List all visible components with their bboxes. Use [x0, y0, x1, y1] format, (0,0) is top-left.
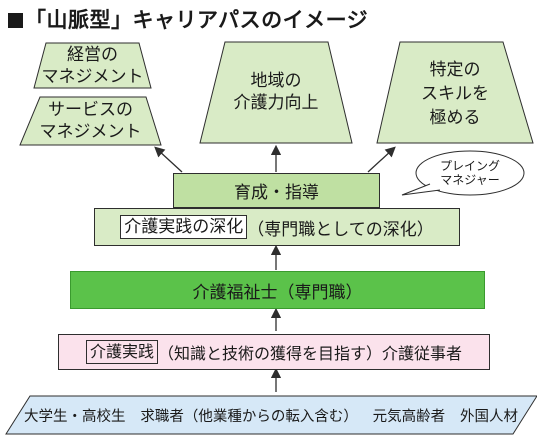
peak-management-trapezoid	[33, 42, 152, 89]
peak-community-label: 地域の 介護力向上	[233, 71, 319, 113]
deepening-box: 介護実践の深化（専門職としての深化）	[94, 208, 460, 246]
bubble-ellipse	[415, 150, 525, 196]
deepening-rest: （専門職としての深化）	[247, 219, 434, 240]
playing-manager-bubble: プレイング マネジャー	[439, 159, 500, 187]
bubble-tail	[401, 183, 441, 196]
peak-management-label: 経営の マネジメント	[41, 45, 144, 87]
guidance-text: 育成・指導	[234, 183, 319, 203]
base-students: 大学生・高校生	[24, 408, 126, 425]
base-parallelogram	[5, 395, 537, 435]
page-title: 「山脈型」キャリアパスのイメージ	[8, 4, 368, 34]
practice-highlight: 介護実践	[85, 340, 158, 364]
peak-service-trapezoid	[19, 96, 162, 146]
title-text: 「山脈型」キャリアパスのイメージ	[25, 8, 369, 32]
professional-text: 介護福祉士（専門職）	[192, 282, 363, 303]
practice-box: 介護実践（知識と技術の獲得を目指す）介護従事者	[58, 334, 490, 370]
base-job-seekers: 求職者（他業種からの転入含む）	[140, 408, 358, 425]
arrow-to-left-peak	[154, 146, 183, 173]
deepening-highlight: 介護実践の深化	[120, 215, 248, 239]
guidance-box: 育成・指導	[173, 173, 380, 208]
peak-community-trapezoid	[199, 41, 353, 144]
base-foreign-workers: 外国人材	[459, 408, 518, 425]
peak-service-label: サービスの マネジメント	[39, 100, 142, 142]
peak-skill-trapezoid	[376, 41, 534, 144]
practice-rest: （知識と技術の獲得を目指す）介護従事者	[158, 344, 463, 363]
arrow-to-right-peak	[367, 146, 396, 173]
professional-box: 介護福祉士（専門職）	[70, 271, 485, 309]
peak-skill-label: 特定の スキルを 極める	[421, 60, 489, 128]
base-active-seniors: 元気高齢者	[372, 408, 446, 425]
title-square-icon	[8, 13, 23, 28]
base-labels: 大学生・高校生 求職者（他業種からの転入含む） 元気高齢者 外国人材	[24, 403, 518, 427]
